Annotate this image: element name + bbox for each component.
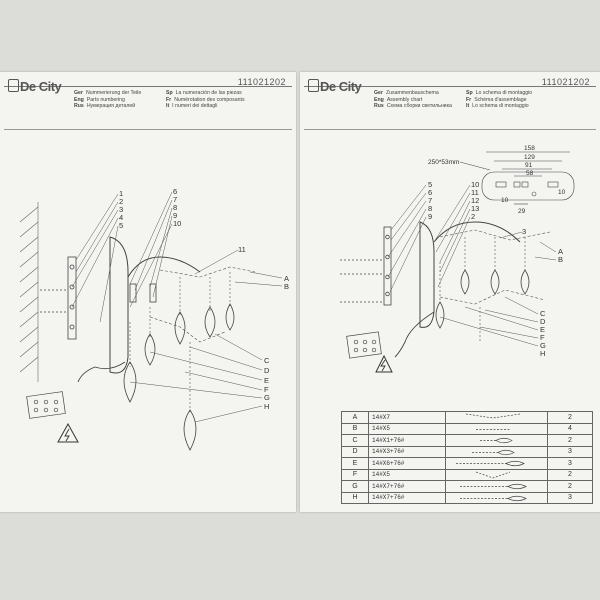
- electric-warning-icon: [375, 354, 393, 373]
- callout-A: A: [284, 274, 289, 283]
- callout-7: 7: [428, 196, 432, 205]
- callout-11: 11: [238, 245, 246, 254]
- backplate: [109, 236, 129, 374]
- callout-B: B: [284, 282, 289, 291]
- wall-hatch: [19, 202, 39, 382]
- callout-6: 6: [428, 188, 432, 197]
- callout-6: 6: [173, 187, 177, 196]
- chain-icon: [445, 411, 548, 424]
- callout-leaders: [387, 184, 557, 347]
- dim-91: 91: [525, 162, 533, 169]
- crystal-chain-icon: [445, 480, 548, 493]
- crystal-chain-icon: [445, 445, 548, 458]
- lamp-arm: [127, 256, 201, 278]
- assembly-drawing: 250*53mm 158 129 91 58 10 10 29: [340, 145, 575, 373]
- dim-129: 129: [524, 154, 535, 161]
- callout-10: 10: [173, 219, 181, 228]
- callout-E: E: [264, 376, 269, 385]
- callout-1: 1: [119, 189, 123, 198]
- callout-D: D: [540, 317, 546, 326]
- callout-B: B: [558, 255, 563, 264]
- candle-holders: [129, 283, 157, 303]
- dim-10-left: 10: [501, 197, 509, 204]
- logo-mark-icon: [8, 79, 19, 92]
- callout-C: C: [540, 309, 546, 318]
- callout-9: 9: [428, 212, 432, 221]
- chain-icon: [445, 422, 548, 435]
- crystal-chains: [129, 266, 256, 412]
- callout-8: 8: [428, 204, 432, 213]
- callout-D: D: [264, 366, 270, 375]
- callout-G: G: [264, 393, 270, 402]
- callout-E: E: [540, 325, 545, 334]
- brand-logo: De City: [8, 79, 62, 94]
- callout-2: 2: [119, 197, 123, 206]
- callout-10: 10: [471, 180, 479, 189]
- callout-2: 2: [471, 212, 475, 221]
- chain-icon: [445, 468, 548, 481]
- pendant-crystals: [123, 303, 235, 451]
- callout-G: G: [540, 341, 546, 350]
- screw-set: [26, 391, 66, 419]
- dim-158: 158: [524, 145, 535, 152]
- mounting-bracket: [40, 256, 77, 340]
- parts-numbering-drawing: 1 2 3 4 5 6 7 8 9 10 11 A B C D E F G H: [19, 187, 289, 451]
- callout-A: A: [558, 247, 563, 256]
- callout-C: C: [264, 356, 270, 365]
- dim-29: 29: [518, 208, 526, 215]
- dim-10-right: 10: [558, 189, 566, 196]
- document-number: 111021202: [541, 77, 590, 87]
- plate-dimension-drawing: [459, 151, 575, 205]
- callout-13: 13: [471, 204, 479, 213]
- dim-58: 58: [526, 170, 534, 177]
- callout-leaders: [71, 191, 283, 423]
- crystal-chain-icon: [445, 491, 548, 504]
- callout-5: 5: [428, 180, 432, 189]
- document-number: 111021202: [237, 77, 286, 87]
- callout-9: 9: [173, 211, 177, 220]
- callout-H: H: [264, 402, 269, 411]
- crystal-chains: [439, 229, 551, 342]
- callout-4: 4: [119, 213, 123, 222]
- callout-12: 12: [471, 196, 479, 205]
- mounting-bracket: [340, 226, 392, 306]
- pendant-crystals: [435, 269, 530, 329]
- logo-mark-icon: [308, 79, 319, 92]
- callout-5: 5: [119, 221, 123, 230]
- dim-plate: 250*53mm: [428, 159, 459, 166]
- backplate: [419, 221, 435, 328]
- crystal-chain-icon: [445, 457, 548, 470]
- callout-7: 7: [173, 195, 177, 204]
- callout-F: F: [540, 333, 545, 342]
- callout-3: 3: [522, 227, 526, 236]
- callout-H: H: [540, 349, 545, 358]
- callout-3: 3: [119, 205, 123, 214]
- callout-11: 11: [471, 188, 479, 197]
- callout-F: F: [264, 385, 269, 394]
- screw-set: [346, 331, 382, 359]
- crystal-chain-icon: [445, 434, 548, 447]
- brand-logo: De City: [308, 79, 362, 94]
- electric-warning-icon: [57, 422, 79, 443]
- callout-8: 8: [173, 203, 177, 212]
